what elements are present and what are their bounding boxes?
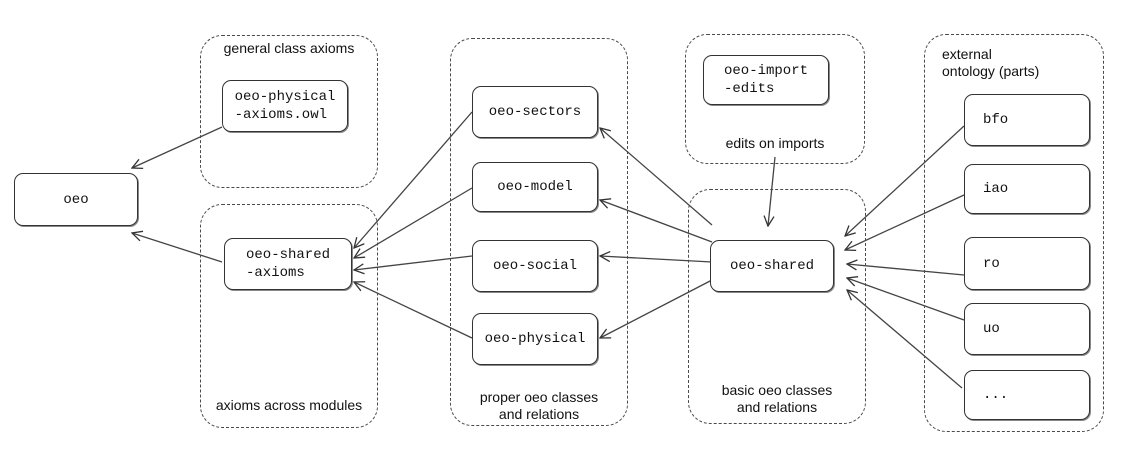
node-oeo-sectors[interactable]: oeo-sectors (472, 86, 598, 138)
node-label: oeo-sectors (488, 104, 582, 120)
node-label: ro (983, 255, 1000, 272)
node-bfo[interactable]: bfo (964, 94, 1090, 146)
node-label: uo (983, 321, 1000, 337)
arrow-shared-axioms-to-oeo (132, 233, 223, 263)
group-label-external-ontology: external ontology (parts) (942, 46, 1040, 79)
node-oeo-shared-axioms[interactable]: oeo-shared -axioms (224, 238, 352, 290)
node-label: ... (983, 387, 1009, 403)
node-label: oeo-model (497, 179, 573, 195)
group-label-edits-on-imports: edits on imports (725, 135, 825, 151)
node-oeo-shared[interactable]: oeo-shared (710, 240, 834, 292)
node-label: oeo-shared (729, 258, 814, 274)
group-basic-oeo (688, 189, 866, 424)
node-ro[interactable]: ro (964, 237, 1090, 290)
arrow-social-to-shared-axioms (354, 255, 473, 270)
arrow-bfo-to-shared (845, 125, 965, 236)
group-edits-on-imports (685, 34, 865, 164)
node-oeo-import-edits[interactable]: oeo-import -edits (703, 55, 829, 105)
node-label: iao (983, 181, 1009, 197)
node-label: oeo-import -edits (723, 63, 808, 97)
node-label: oeo-physical -axioms.owl (234, 89, 336, 123)
node-label: oeo (63, 191, 89, 208)
node-oeo-physical-axioms[interactable]: oeo-physical -axioms.owl (222, 80, 348, 132)
group-label-basic-oeo: basic oeo classes and relations (721, 382, 833, 415)
node-oeo-social[interactable]: oeo-social (472, 240, 598, 292)
arrow-physical-to-shared-axioms (354, 282, 473, 339)
arrow-shared-to-social (600, 256, 713, 263)
arrow-shared-to-physical (600, 279, 713, 338)
arrow-shared-to-model (600, 200, 713, 243)
group-general-class-axioms (200, 35, 378, 188)
node-oeo-model[interactable]: oeo-model (472, 162, 598, 212)
group-axioms-across-modules (200, 204, 378, 428)
node-more[interactable]: ... (964, 370, 1090, 420)
arrow-model-to-shared-axioms (354, 187, 473, 258)
arrow-more-to-shared (847, 290, 963, 389)
node-iao[interactable]: iao (964, 164, 1090, 214)
node-uo[interactable]: uo (964, 303, 1090, 355)
group-label-general-class-axioms: general class axioms (223, 40, 355, 56)
arrow-iao-to-shared (845, 194, 965, 250)
arrow-physical-axioms-to-oeo (132, 126, 223, 168)
node-label: bfo (983, 112, 1009, 128)
group-label-proper-oeo: proper oeo classes and relations (479, 389, 599, 422)
node-oeo-physical[interactable]: oeo-physical (472, 313, 598, 365)
group-proper-oeo (450, 38, 628, 426)
group-external-ontology (924, 34, 1104, 432)
group-label-axioms-across-modules: axioms across modules (215, 397, 363, 413)
arrow-ro-to-shared (847, 264, 965, 276)
node-label: oeo-shared -axioms (245, 247, 330, 281)
node-oeo[interactable]: oeo (14, 173, 138, 226)
arrow-import-edits-to-shared (768, 156, 776, 226)
node-label: oeo-physical (484, 331, 586, 347)
node-label: oeo-social (492, 258, 577, 274)
arrow-uo-to-shared (847, 278, 965, 321)
